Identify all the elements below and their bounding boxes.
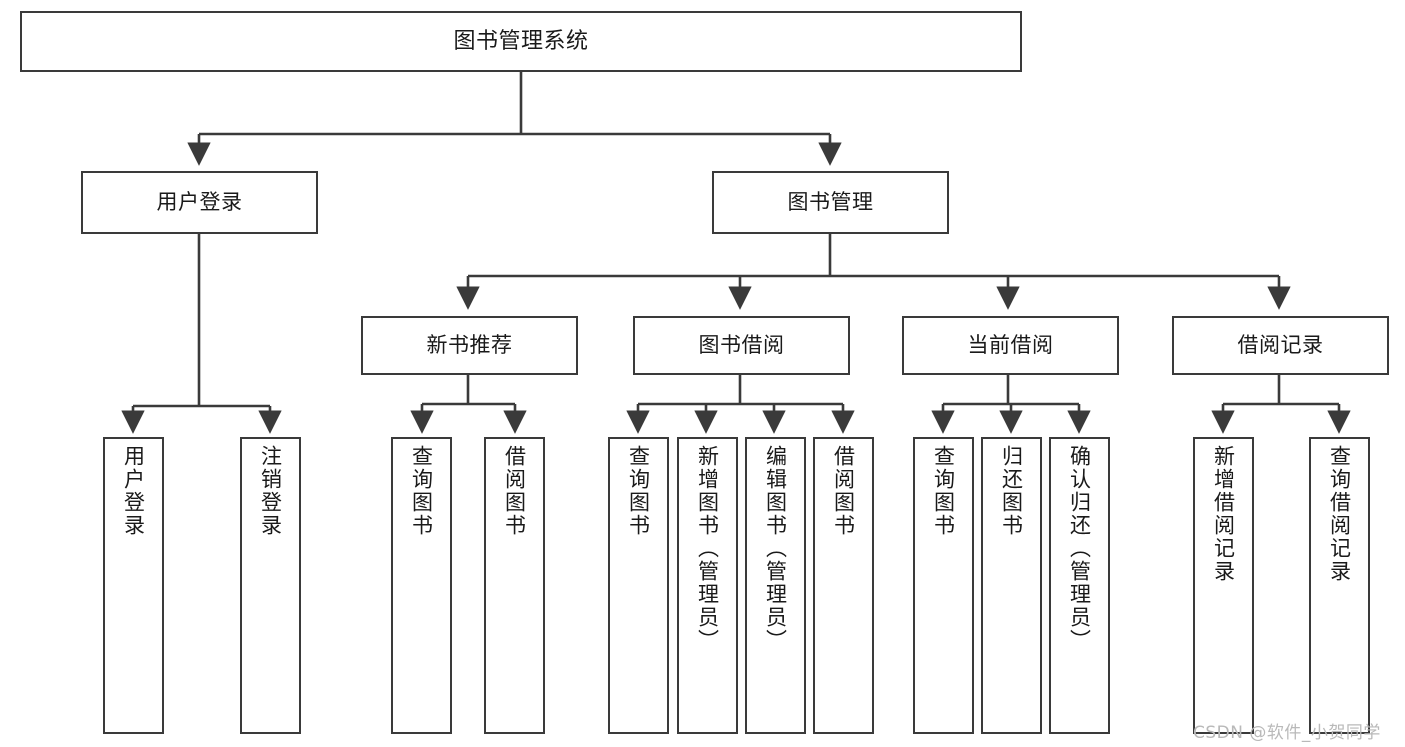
node-leaf-query-book-3[interactable]: 查询图书 xyxy=(913,437,974,734)
node-leaf-confirm-return-label: 确认归还（管理员） xyxy=(1067,445,1092,652)
node-root[interactable]: 图书管理系统 xyxy=(20,11,1022,72)
node-leaf-add-book-label: 新增图书（管理员） xyxy=(695,445,720,652)
node-leaf-logout-login-label: 注销登录 xyxy=(258,445,283,537)
node-leaf-query-book-1-label: 查询图书 xyxy=(409,445,434,537)
node-current-borrow-label: 当前借阅 xyxy=(967,333,1054,358)
node-leaf-query-book-1[interactable]: 查询图书 xyxy=(391,437,452,734)
node-leaf-edit-book-label: 编辑图书（管理员） xyxy=(763,445,788,652)
node-new-book-recommend[interactable]: 新书推荐 xyxy=(361,316,578,375)
node-leaf-return-book-label: 归还图书 xyxy=(999,445,1024,537)
node-leaf-query-record-label: 查询借阅记录 xyxy=(1327,445,1352,583)
node-leaf-add-record-label: 新增借阅记录 xyxy=(1211,445,1236,583)
node-leaf-user-login[interactable]: 用户登录 xyxy=(103,437,164,734)
node-borrow-record-label: 借阅记录 xyxy=(1237,333,1324,358)
node-book-management[interactable]: 图书管理 xyxy=(712,171,949,234)
node-borrow-record[interactable]: 借阅记录 xyxy=(1172,316,1389,375)
node-leaf-user-login-label: 用户登录 xyxy=(121,445,146,537)
node-new-book-recommend-label: 新书推荐 xyxy=(426,333,513,358)
node-leaf-query-record[interactable]: 查询借阅记录 xyxy=(1309,437,1370,734)
node-book-management-label: 图书管理 xyxy=(787,190,874,215)
node-leaf-query-book-3-label: 查询图书 xyxy=(931,445,956,537)
node-leaf-query-book-2[interactable]: 查询图书 xyxy=(608,437,669,734)
node-current-borrow[interactable]: 当前借阅 xyxy=(902,316,1119,375)
node-leaf-logout-login[interactable]: 注销登录 xyxy=(240,437,301,734)
node-leaf-edit-book[interactable]: 编辑图书（管理员） xyxy=(745,437,806,734)
node-leaf-add-book[interactable]: 新增图书（管理员） xyxy=(677,437,738,734)
node-leaf-borrow-book-1[interactable]: 借阅图书 xyxy=(484,437,545,734)
node-leaf-query-book-2-label: 查询图书 xyxy=(626,445,651,537)
node-leaf-borrow-book-2[interactable]: 借阅图书 xyxy=(813,437,874,734)
csdn-watermark: CSDN @软件_小贺同学 xyxy=(1193,723,1381,743)
node-user-login[interactable]: 用户登录 xyxy=(81,171,318,234)
node-root-label: 图书管理系统 xyxy=(453,28,589,54)
node-leaf-return-book[interactable]: 归还图书 xyxy=(981,437,1042,734)
node-leaf-add-record[interactable]: 新增借阅记录 xyxy=(1193,437,1254,734)
node-leaf-confirm-return[interactable]: 确认归还（管理员） xyxy=(1049,437,1110,734)
node-book-borrow-label: 图书借阅 xyxy=(698,333,785,358)
node-leaf-borrow-book-1-label: 借阅图书 xyxy=(502,445,527,537)
node-leaf-borrow-book-2-label: 借阅图书 xyxy=(831,445,856,537)
node-user-login-label: 用户登录 xyxy=(156,190,243,215)
node-book-borrow[interactable]: 图书借阅 xyxy=(633,316,850,375)
